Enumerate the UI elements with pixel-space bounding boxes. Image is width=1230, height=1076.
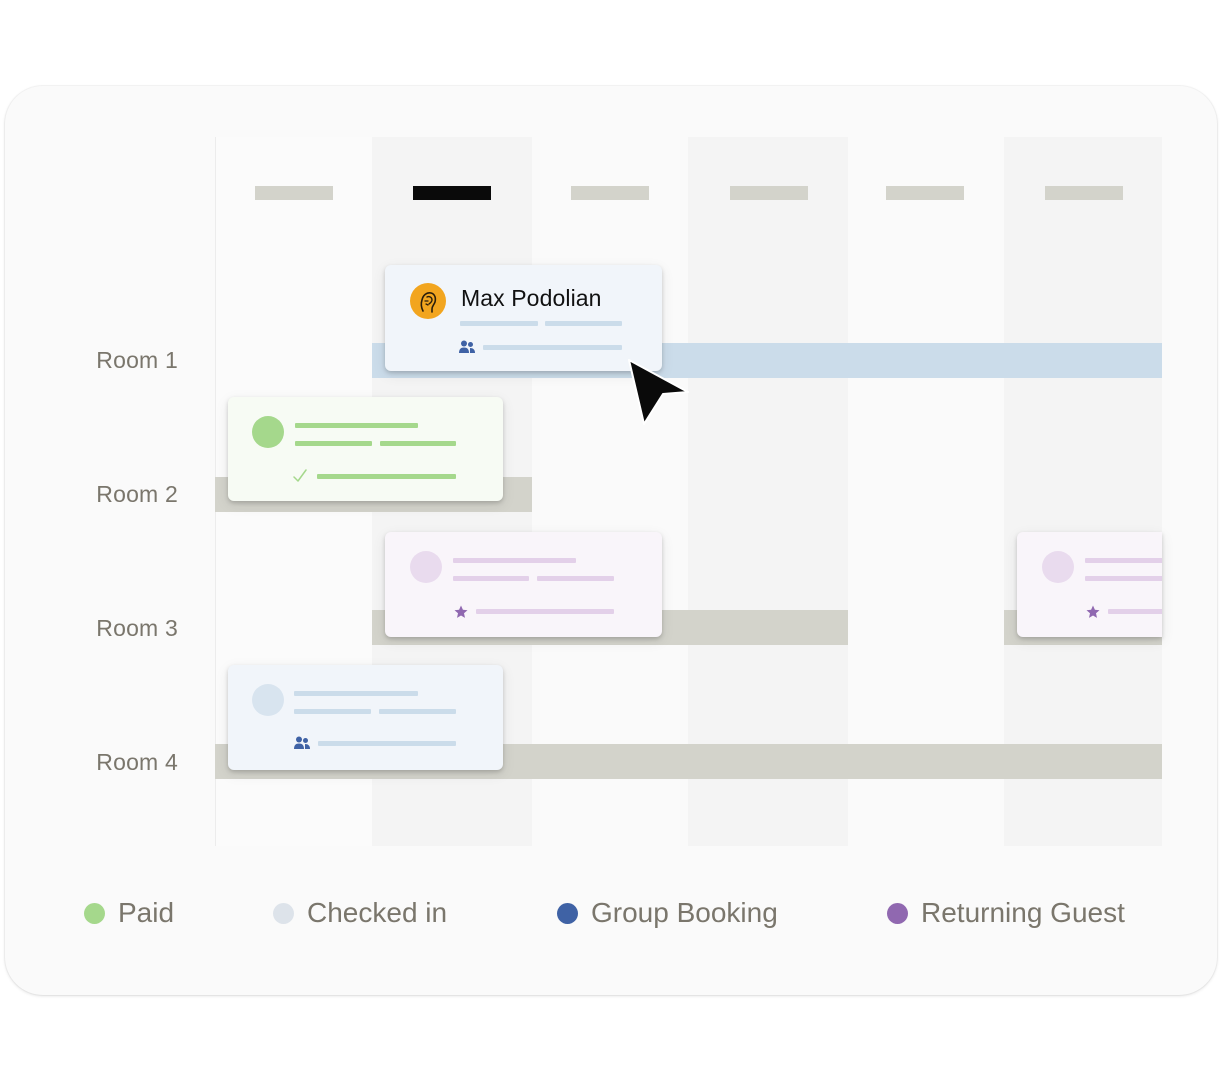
group-booking-icon: [294, 736, 310, 750]
mouse-cursor-icon: [627, 358, 691, 428]
placeholder-line: [1108, 609, 1162, 614]
room-label: Room 1: [96, 347, 178, 373]
guest-avatar-placeholder: [252, 684, 284, 716]
day-column-6: [1004, 137, 1162, 846]
day-column-4: [688, 137, 848, 846]
placeholder-line: [317, 474, 456, 479]
placeholder-line: [379, 709, 456, 714]
placeholder-line: [453, 576, 529, 581]
returning-guest-legend-dot: [887, 902, 908, 924]
day-header-placeholder: [730, 186, 808, 200]
room-label: Room 3: [96, 615, 178, 641]
day-header-current: [413, 186, 491, 200]
group-booking-icon: [459, 340, 475, 354]
booking-card-group[interactable]: [228, 665, 503, 770]
avatar-icon: [410, 283, 446, 319]
placeholder-line: [460, 321, 538, 326]
day-header-placeholder: [886, 186, 964, 200]
legend-item-paid: Paid: [84, 897, 174, 929]
day-column-3: [532, 137, 688, 846]
paid-legend-dot: [84, 902, 105, 924]
legend-label: Group Booking: [591, 897, 778, 928]
placeholder-line: [545, 321, 622, 326]
checkmark-icon: [293, 469, 307, 483]
checked-in-legend-dot: [273, 902, 294, 924]
room-label: Room 4: [96, 749, 178, 775]
guest-avatar-placeholder: [1042, 551, 1074, 583]
placeholder-line: [318, 741, 456, 746]
placeholder-line: [453, 558, 576, 563]
group-booking-legend-dot: [557, 902, 578, 924]
legend-item-group-booking: Group Booking: [557, 897, 778, 929]
booking-card-paid[interactable]: [228, 397, 503, 501]
placeholder-line: [476, 609, 614, 614]
placeholder-line: [294, 691, 418, 696]
legend-item-checked-in: Checked in: [273, 897, 447, 929]
day-header-placeholder: [1045, 186, 1123, 200]
legend-label: Returning Guest: [921, 897, 1125, 928]
star-icon: [454, 605, 468, 619]
placeholder-line: [483, 345, 622, 350]
star-icon: [1086, 605, 1100, 619]
guest-avatar-placeholder: [252, 416, 284, 448]
booking-card-returning-guest[interactable]: [385, 532, 662, 637]
placeholder-line: [380, 441, 456, 446]
legend-label: Paid: [118, 897, 175, 928]
guest-avatar-placeholder: [410, 551, 442, 583]
placeholder-line: [295, 441, 372, 446]
day-header-placeholder: [571, 186, 649, 200]
day-column-5: [848, 137, 1004, 846]
legend-label: Checked in: [307, 897, 448, 928]
legend-item-returning-guest: Returning Guest: [887, 897, 1125, 929]
placeholder-line: [537, 576, 614, 581]
placeholder-line: [1085, 558, 1162, 563]
placeholder-line: [295, 423, 418, 428]
booking-card-max-podolian[interactable]: Max Podolian: [385, 265, 662, 371]
placeholder-line: [1085, 576, 1162, 581]
placeholder-line: [294, 709, 371, 714]
booking-card-returning-guest-second[interactable]: [1017, 532, 1162, 637]
day-header-placeholder: [255, 186, 333, 200]
guest-name: Max Podolian: [461, 285, 602, 311]
room-label: Room 2: [96, 481, 178, 507]
